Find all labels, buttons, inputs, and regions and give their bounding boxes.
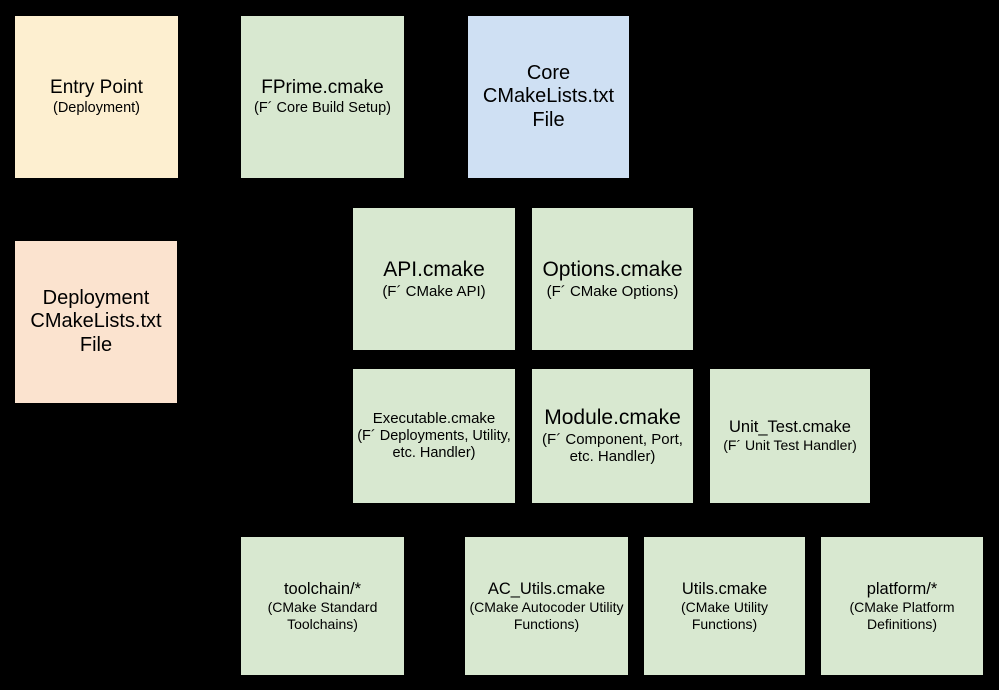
- node-module-cmake[interactable]: Module.cmake (F´ Component, Port, etc. H…: [532, 369, 693, 503]
- node-api-cmake[interactable]: API.cmake (F´ CMake API): [353, 208, 515, 350]
- node-options-cmake[interactable]: Options.cmake (F´ CMake Options): [532, 208, 693, 350]
- node-subtitle: (F´ Core Build Setup): [254, 99, 391, 116]
- node-title: API.cmake: [383, 257, 485, 281]
- node-title: toolchain/*: [283, 579, 362, 598]
- node-platform[interactable]: platform/* (CMake Platform Definitions): [821, 537, 983, 675]
- node-toolchain[interactable]: toolchain/* (CMake Standard Toolchains): [241, 537, 404, 675]
- node-title: Utils.cmake: [681, 579, 768, 598]
- node-subtitle: (F´ CMake API): [382, 282, 486, 300]
- node-subtitle: (F´ CMake Options): [546, 282, 679, 300]
- node-subtitle: (CMake Platform Definitions): [849, 599, 955, 632]
- node-subtitle: (CMake Autocoder Utility Functions): [469, 599, 624, 632]
- node-subtitle: (CMake Utility Functions): [680, 599, 769, 632]
- node-entry-point[interactable]: Entry Point (Deployment): [15, 16, 178, 178]
- node-subtitle: (F´ Unit Test Handler): [723, 437, 857, 454]
- node-subtitle: (Deployment): [52, 99, 141, 116]
- node-title: Executable.cmake: [372, 410, 496, 428]
- node-title: AC_Utils.cmake: [487, 579, 606, 598]
- node-ac-utils-cmake[interactable]: AC_Utils.cmake (CMake Autocoder Utility …: [465, 537, 628, 675]
- node-fprime-cmake[interactable]: FPrime.cmake (F´ Core Build Setup): [241, 16, 404, 178]
- node-title: FPrime.cmake: [261, 77, 384, 99]
- node-title: Unit_Test.cmake: [729, 418, 851, 437]
- node-title: Entry Point: [50, 77, 143, 99]
- node-title: Options.cmake: [542, 257, 683, 281]
- node-subtitle: (F´ Component, Port, etc. Handler): [542, 430, 683, 466]
- node-utils-cmake[interactable]: Utils.cmake (CMake Utility Functions): [644, 537, 805, 675]
- node-unit-test-cmake[interactable]: Unit_Test.cmake (F´ Unit Test Handler): [710, 369, 870, 503]
- node-title: Module.cmake: [544, 406, 681, 430]
- node-title: platform/*: [866, 579, 938, 598]
- node-title: Deployment CMakeLists.txt File: [30, 286, 162, 356]
- node-executable-cmake[interactable]: Executable.cmake (F´ Deployments, Utilit…: [353, 369, 515, 503]
- node-subtitle: (CMake Standard Toolchains): [267, 599, 378, 632]
- node-deployment-cmakelists[interactable]: Deployment CMakeLists.txt File: [15, 241, 177, 403]
- node-subtitle: (F´ Deployments, Utility, etc. Handler): [357, 427, 511, 461]
- node-core-cmakelists[interactable]: Core CMakeLists.txt File: [468, 16, 629, 178]
- node-title: Core CMakeLists.txt File: [482, 61, 615, 131]
